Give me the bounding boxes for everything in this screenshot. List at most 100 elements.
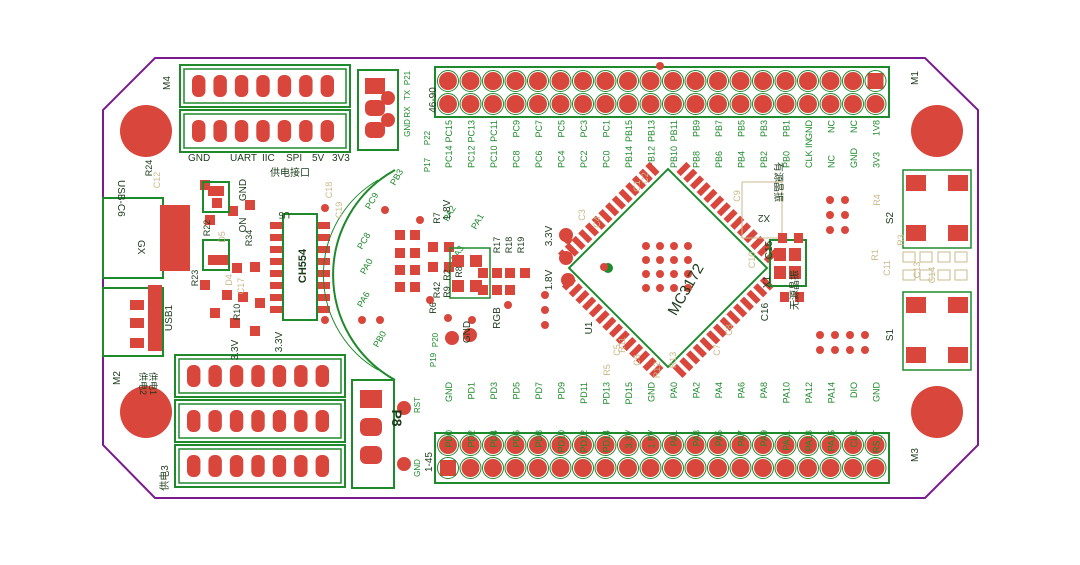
component-ref: R19: [516, 237, 526, 254]
ch554-pin: [318, 270, 330, 277]
pin-label: PC2: [579, 150, 589, 168]
connector-m2a-pad: [272, 365, 287, 387]
chip-pin: [710, 195, 725, 210]
connector-m3-frame: [174, 444, 346, 488]
connector-m2b-pad: [315, 410, 329, 432]
header-pin-ring: [639, 70, 662, 92]
passive-pad: [520, 268, 530, 278]
connector-m4a-pad: [213, 75, 227, 97]
via: [831, 331, 839, 339]
passive-pad: [222, 290, 232, 300]
pin-label: PA2: [692, 382, 702, 398]
chip-pin: [602, 316, 617, 331]
header-pin-ring: [459, 457, 482, 479]
header-pin-ring: [707, 70, 729, 92]
switch-tiny: [954, 251, 968, 263]
header-pin-ring: [842, 434, 864, 456]
via: [416, 216, 424, 224]
header-pin: [461, 72, 480, 90]
header-pin-ring: [684, 70, 707, 92]
pin-label: DIO: [849, 382, 859, 398]
header-pin: [506, 459, 525, 477]
chip-via: [684, 256, 692, 264]
usb-c-pad: [160, 205, 190, 271]
via: [358, 316, 366, 324]
chip-pin: [622, 336, 637, 352]
via: [468, 316, 476, 324]
pin-label: PD0: [444, 430, 454, 448]
header-pin-ring: [549, 93, 572, 115]
header-pin-ring: [729, 457, 752, 479]
ch554-pin: [270, 294, 282, 301]
mounting-hole-label: M4: [162, 76, 173, 90]
connector-m4b-pad: [256, 120, 270, 142]
via: [541, 306, 549, 314]
chip-pin: [595, 310, 610, 325]
header-pin-ring: [729, 70, 752, 92]
test-pad: [397, 457, 411, 471]
pin-label: GND: [804, 120, 814, 141]
connector-m3-pad: [251, 455, 265, 477]
connector-caption: 供电接口: [270, 166, 310, 179]
crystal-caption-label: 无源晶振: [788, 270, 801, 310]
pin-label: PA15: [827, 430, 837, 451]
chip-pin: [750, 235, 765, 250]
component-ref: C1: [632, 180, 642, 192]
chip-pin: [753, 283, 768, 298]
via: [826, 196, 834, 204]
via: [444, 314, 452, 322]
pin-label: PA13: [804, 430, 814, 451]
pin-label: PA11: [782, 430, 792, 451]
header-pin: [529, 459, 547, 477]
chip-pin: [615, 330, 630, 345]
header-pin: [641, 436, 660, 454]
via: [841, 196, 849, 204]
pin-label: PB8: [692, 151, 702, 168]
pin-label: PB11: [669, 120, 679, 141]
mounting-hole-label: M1: [910, 71, 921, 85]
header-pin-ring: [459, 70, 482, 92]
rgb-outline: [449, 247, 491, 299]
chip-pin: [642, 357, 657, 372]
header-pin-ring: [594, 93, 617, 115]
mounting-hole-label: M2: [112, 371, 123, 385]
header-pin: [731, 72, 750, 90]
passive-pad: [250, 326, 260, 336]
header-pin: [551, 95, 570, 113]
usb-label: USB1: [164, 305, 175, 332]
header-pin: [776, 95, 795, 113]
component-ref: R17: [492, 237, 502, 254]
connector-pad: [360, 418, 382, 436]
chip-pin: [605, 202, 620, 217]
passive-pad: [444, 242, 454, 252]
switch-outline: [902, 291, 972, 371]
ch554-pin: [318, 222, 330, 229]
rgb-label: RGB: [492, 307, 503, 329]
header-pin-ring: [572, 434, 594, 456]
header-pin-ring: [662, 70, 684, 92]
header-pin-ring: [437, 93, 459, 115]
component-ref: R3: [896, 234, 906, 246]
header-pin: [574, 72, 592, 90]
component-ref: C10: [747, 252, 757, 269]
header-pin: [439, 72, 457, 90]
pin-label: PD11: [579, 382, 589, 404]
chip-via: [642, 284, 650, 292]
header-pin: [484, 95, 502, 113]
header-pin: [506, 95, 525, 113]
chip-pin: [686, 350, 701, 365]
via: [656, 62, 664, 70]
passive-pad: [410, 282, 420, 292]
header-pin-ring: [774, 457, 797, 479]
connector-m4a-pad: [256, 75, 270, 97]
connector-m4a-pad: [320, 75, 334, 97]
pin-label: GND: [444, 382, 454, 403]
passive-pad: [200, 280, 210, 290]
header-pin-ring: [459, 93, 482, 115]
connector-pad: [365, 122, 385, 138]
pin-label: CLK: [849, 430, 859, 448]
header-pin: [619, 72, 637, 90]
connector-label: IIC: [262, 153, 275, 164]
cap-pad: [780, 292, 789, 302]
header-name: 1-45: [424, 452, 435, 472]
